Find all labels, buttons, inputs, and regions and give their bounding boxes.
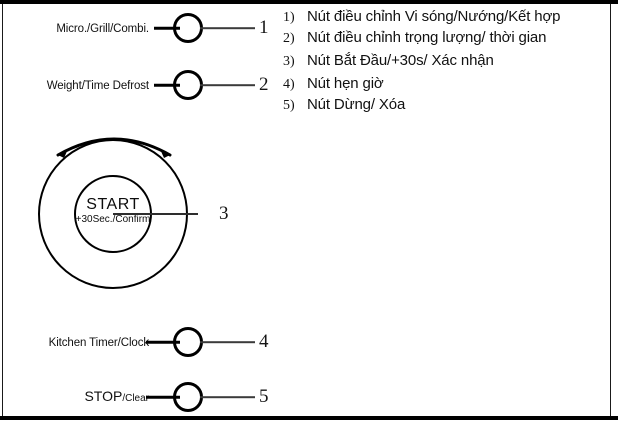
legend-text: Nút Bắt Đầu/+30s/ Xác nhận xyxy=(307,52,494,69)
control-row-micro-grill-combi[interactable]: Micro./Grill/Combi. 1 xyxy=(56,11,275,45)
leader-line-right-1 xyxy=(200,27,255,29)
control-label-stop-clear: STOP/Clear xyxy=(84,388,149,404)
button-micro-grill-combi[interactable] xyxy=(173,13,203,43)
panel-border-left xyxy=(2,4,3,416)
legend-item: 4) Nút hẹn giờ xyxy=(283,75,603,93)
legend-list: 1) Nút điều chỉnh Vi sóng/Nướng/Kết hợp … xyxy=(283,8,603,117)
legend-marker: 2) xyxy=(283,31,295,46)
callout-number-5: 5 xyxy=(259,386,269,407)
legend-marker: 3) xyxy=(283,54,295,69)
dial-start-label: START xyxy=(86,196,140,213)
dial-text-block: START +30Sec./Confirm xyxy=(38,196,188,225)
legend-text: Nút hẹn giờ xyxy=(307,75,384,92)
button-kitchen-timer-clock[interactable] xyxy=(173,327,203,357)
leader-line-right-2 xyxy=(200,84,255,86)
panel-border-right xyxy=(610,4,611,416)
control-row-kitchen-timer-clock[interactable]: Kitchen Timer/Clock 4 xyxy=(49,325,275,359)
legend-text: Nút Dừng/ Xóa xyxy=(307,96,406,113)
control-row-weight-time-defrost[interactable]: Weight/Time Defrost 2 xyxy=(47,68,275,102)
button-weight-time-defrost[interactable] xyxy=(173,70,203,100)
control-label-weight-time-defrost: Weight/Time Defrost xyxy=(46,80,149,92)
control-row-stop-clear[interactable]: STOP/Clear 5 xyxy=(84,380,275,414)
callout-number-2: 2 xyxy=(259,74,269,95)
legend-marker: 1) xyxy=(283,10,295,25)
leader-line-right-5 xyxy=(200,396,255,398)
leader-line-right-3 xyxy=(113,213,198,215)
callout-number-1: 1 xyxy=(259,17,269,38)
legend-marker: 4) xyxy=(283,77,295,92)
leader-line-left-4 xyxy=(146,340,180,344)
legend-item: 1) Nút điều chỉnh Vi sóng/Nướng/Kết hợp xyxy=(283,8,603,26)
legend-item: 3) Nút Bắt Đầu/+30s/ Xác nhận xyxy=(283,52,603,70)
legend-marker: 5) xyxy=(283,98,295,113)
leader-line-right-4 xyxy=(200,341,255,343)
legend-text: Nút điều chỉnh trọng lượng/ thời gian xyxy=(307,29,547,46)
panel-border-bottom xyxy=(0,416,618,420)
leader-line-left-2 xyxy=(154,83,180,87)
leader-line-left-5 xyxy=(146,395,180,399)
panel-border-top xyxy=(0,0,618,4)
control-label-kitchen-timer-clock: Kitchen Timer/Clock xyxy=(48,337,149,349)
legend-item: 5) Nút Dừng/ Xóa xyxy=(283,96,603,114)
control-label-micro-grill-combi: Micro./Grill/Combi. xyxy=(56,23,149,35)
leader-line-left-1 xyxy=(154,26,180,30)
legend-item: 2) Nút điều chỉnh trọng lượng/ thời gian xyxy=(283,29,603,47)
callout-number-4: 4 xyxy=(259,331,269,352)
dial-sub-label: +30Sec./Confirm xyxy=(75,213,151,225)
button-stop-clear[interactable] xyxy=(173,382,203,412)
legend-text: Nút điều chỉnh Vi sóng/Nướng/Kết hợp xyxy=(307,8,561,25)
callout-number-3: 3 xyxy=(219,203,229,224)
